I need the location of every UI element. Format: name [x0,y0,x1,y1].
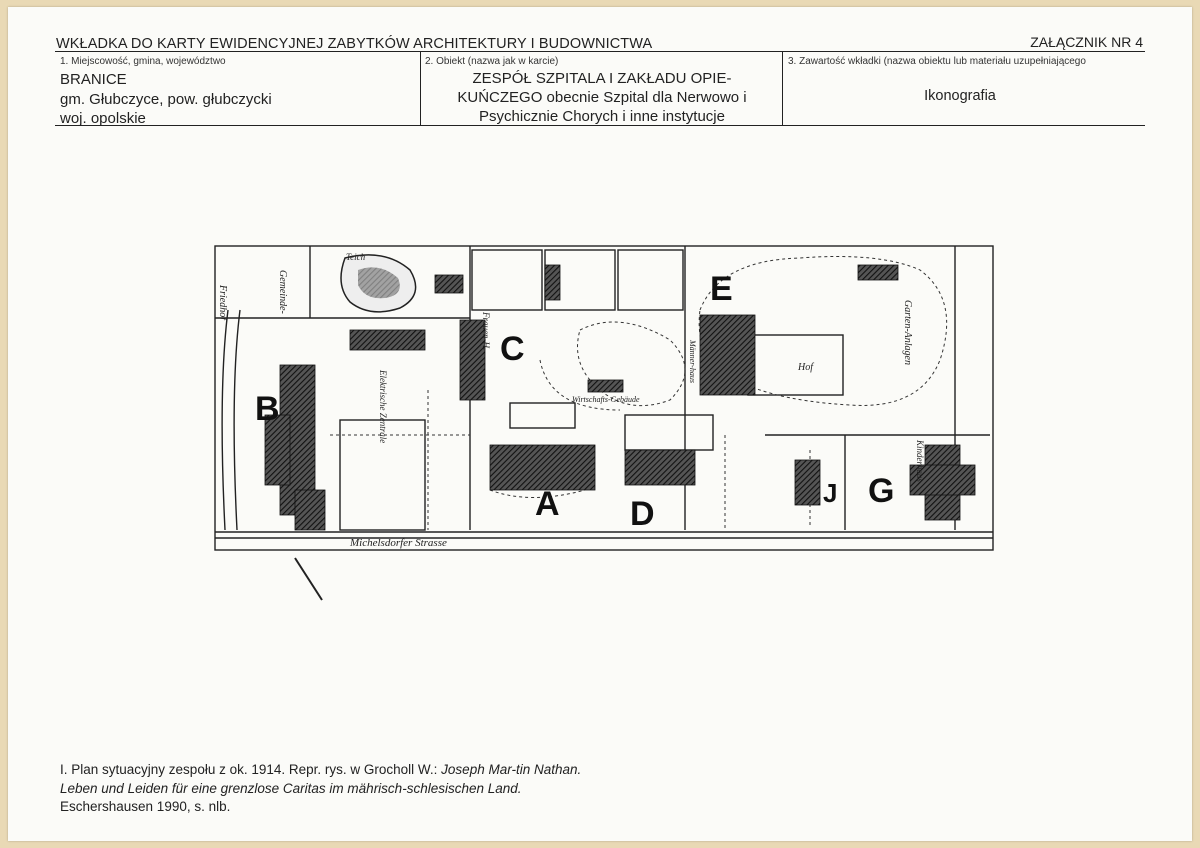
label-kinderhaus: Kinderhaus [915,439,925,482]
header-rule-top [55,51,1145,52]
location-label: 1. Miejscowość, gmina, województwo [60,56,226,67]
object-name-line-2: KUŃCZEGO obecnie Szpital dla Nerwowo i [457,89,747,106]
building-letter-b: B [255,390,280,428]
location-voivodeship: woj. opolskie [60,110,146,127]
building-letter-j: J [823,478,837,508]
plan-labels: Michelsdorfer Strasse Friedhof Gemeinde-… [217,252,925,549]
label-garten-anlagen: Garten-Anlagen [902,300,913,365]
figure-caption: I. Plan sytuacyjny zespołu z ok. 1914. R… [60,761,615,817]
form-title: WKŁADKA DO KARTY EWIDENCYJNEJ ZABYTKÓW A… [56,36,653,52]
garden-paths [330,256,948,530]
contents-value: Ikonografia [924,88,996,104]
label-wirtschaft: Wirtschafts-Gebäude [572,395,640,404]
header-rule-bottom [55,125,1145,126]
contents-label: 3. Zawartość wkładki (nazwa obiektu lub … [788,56,1086,67]
caption-text-2: Eschershausen 1990, s. nlb. [60,799,231,814]
label-frauen: Frauen-H. [481,311,491,350]
building-letter-e: E [710,270,733,308]
object-name-line-1: ZESPÓŁ SZPITALA I ZAKŁADU OPIE- [472,70,732,87]
plan-outline [214,245,994,601]
label-maennerhaus: Männer-haus [688,339,697,383]
label-elektrische: Elektrische Zentrale [378,369,388,443]
label-teich: Teich [346,252,366,262]
building-letter-c: C [500,330,525,368]
label-friedhof: Friedhof [217,284,228,321]
object-name-line-3: Psychicznie Chorych i inne instytucje [479,108,725,125]
label-hof: Hof [797,362,814,373]
site-plan-drawing: B C A D E G J Michelsdorfer Strasse Frie… [214,245,994,601]
building-footprints [264,264,976,531]
column-divider-1 [420,52,421,125]
record-sheet [8,7,1192,841]
caption-text-1: I. Plan sytuacyjny zespołu z ok. 1914. R… [60,762,442,777]
caption-book-title: Joseph Mar-tin Nathan. Leben und Leiden … [60,762,582,796]
building-letter-a: A [535,485,560,523]
pond [340,254,417,313]
label-gemeinde: Gemeinde- [277,270,288,314]
location-commune: gm. Głubczyce, pow. głubczycki [60,91,272,108]
column-divider-2 [782,52,783,125]
object-label: 2. Obiekt (nazwa jak w karcie) [425,56,559,67]
building-letter-d: D [630,495,655,533]
street-label: Michelsdorfer Strasse [349,537,447,549]
annex-number: ZAŁĄCZNIK NR 4 [1030,34,1143,50]
building-letter-g: G [868,472,894,510]
location-town: BRANICE [60,71,127,88]
building-letters: B C A D E G J [255,270,894,533]
